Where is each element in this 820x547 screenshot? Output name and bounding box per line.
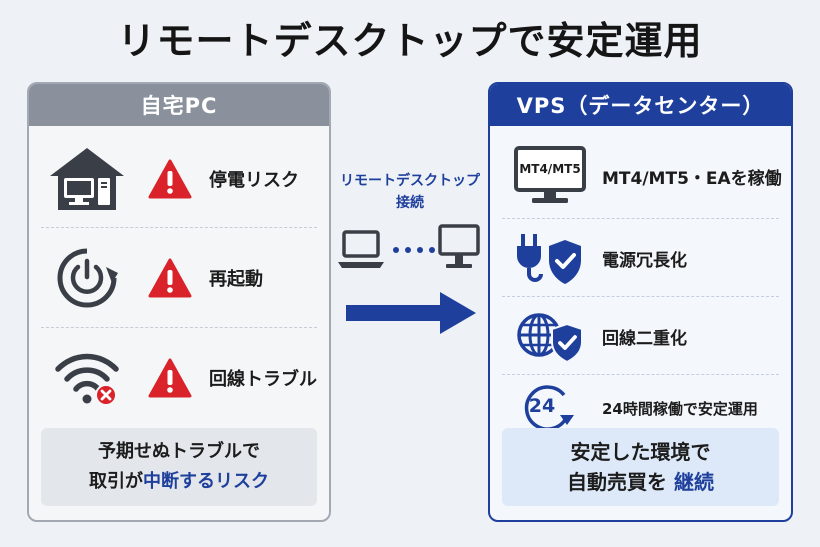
globe-shield-icon [514,308,586,364]
restart-power-icon [47,245,127,311]
arrow-right-icon [346,292,476,334]
row-divider [41,327,317,328]
risk-label-restart: 再起動 [209,269,263,290]
vps-panel: VPS（データセンター） MT4/MT5 MT4/MT5・EAを稼働 電源 [488,82,793,522]
row-divider [502,296,779,297]
vps-row-mt4: MT4/MT5 MT4/MT5・EAを稼働 [490,136,791,216]
vps-callout-prefix: 自動売買を [567,470,674,494]
warning-icon [145,258,195,298]
vps-label-network: 回線二重化 [602,328,687,349]
home-pc-panel: 自宅PC 停電リスク [27,82,331,522]
row-divider [41,227,317,228]
house-pc-icon [47,146,127,212]
risk-callout-line2: 取引が中断するリスク [89,467,269,497]
vps-label-mt4: MT4/MT5・EAを稼働 [602,168,782,189]
risk-label-network: 回線トラブル [209,369,317,390]
risk-row-network: 回線トラブル [29,334,329,422]
vps-row-network: 回線二重化 [490,300,791,372]
clock-24h-text: 24 [528,395,556,417]
laptop-to-monitor-icon [338,224,480,268]
monitor-mt4-text: MT4/MT5 [519,162,581,176]
warning-icon [145,159,195,199]
vps-label-power: 電源冗長化 [602,250,687,271]
vps-callout-line1: 安定した環境で [570,440,711,464]
row-divider [502,218,779,219]
risk-callout-line1: 予期せぬトラブルで [98,441,260,462]
home-pc-header: 自宅PC [29,84,329,126]
wifi-error-icon [47,347,127,409]
page-title: リモートデスクトップで安定運用 [117,19,703,63]
vps-row-24h: 24 24時間稼働で安定運用 [490,378,791,438]
vps-label-24h: 24時間稼働で安定運用 [602,399,758,418]
risk-label-power: 停電リスク [209,170,299,191]
risk-callout-prefix: 取引が [89,471,143,492]
remote-desktop-line1: リモートデスクトップ [340,173,480,189]
remote-desktop-label: リモートデスクトップ 接続 [332,170,488,214]
risk-callout: 予期せぬトラブルで 取引が中断するリスク [41,428,317,506]
monitor-mt4-icon: MT4/MT5 [514,144,586,208]
plug-shield-icon [514,230,586,286]
row-divider [502,374,779,375]
vps-callout-line2: 自動売買を 継続 [567,467,714,497]
risk-row-restart: 再起動 [29,234,329,322]
vps-callout-highlight: 継続 [673,470,714,494]
vps-callout: 安定した環境で 自動売買を 継続 [502,428,779,506]
risk-row-power: 停電リスク [29,136,329,222]
clock-24h-icon: 24 [514,383,586,433]
vps-row-power: 電源冗長化 [490,222,791,294]
vps-header: VPS（データセンター） [490,84,791,126]
remote-desktop-line2: 接続 [396,195,424,211]
risk-callout-highlight: 中断するリスク [143,471,269,492]
warning-icon [145,358,195,398]
